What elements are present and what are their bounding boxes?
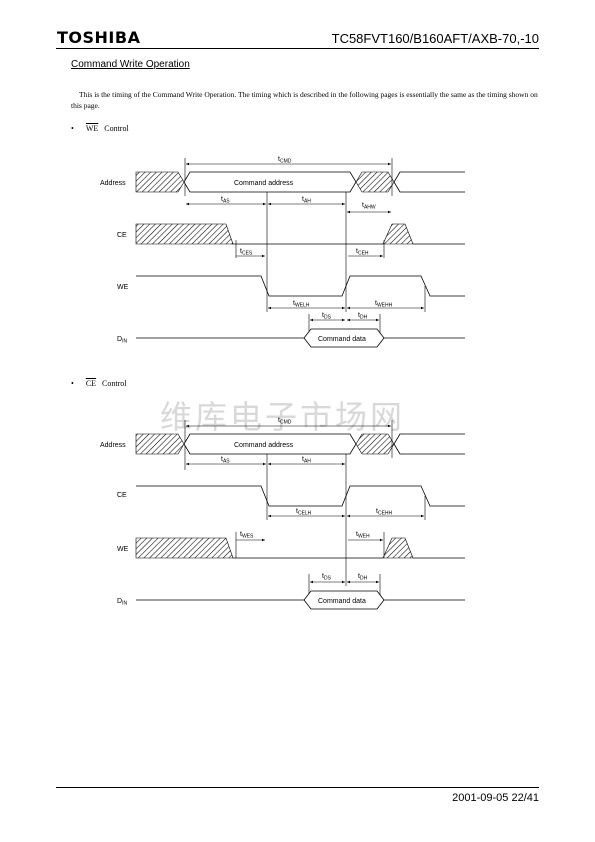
din-waveform: Command data (136, 590, 465, 610)
label-tces: tCES (240, 248, 253, 257)
address-waveform: Command address (135, 171, 465, 193)
bullet-word: Control (102, 379, 127, 388)
part-number: TC58FVT160/B160AFT/AXB-70,-10 (331, 31, 539, 46)
diagram-ce-control: tCMD Address Command address tAS tAH CE … (100, 417, 465, 610)
we-waveform (135, 537, 465, 559)
bullet-signal: CE (85, 379, 97, 388)
signal-address: Address (100, 442, 126, 449)
label-tah: tAH (302, 456, 311, 465)
signal-ce: CE (117, 492, 127, 499)
bullet-signal: WE (85, 124, 99, 133)
header-rule (56, 48, 539, 49)
footer-rule (56, 787, 539, 788)
label-tas: tAS (221, 196, 230, 205)
label-tdh: tDH (358, 573, 368, 582)
we-waveform (136, 275, 465, 297)
label-tceh: tCEH (356, 248, 369, 257)
label-tdh: tDH (358, 312, 368, 321)
signal-ce: CE (117, 232, 127, 239)
din-waveform: Command data (136, 328, 465, 348)
label-tds: tDS (322, 312, 332, 321)
bus-command-address: Command address (234, 180, 294, 187)
section-title: Command Write Operation (71, 59, 190, 70)
label-twehh: tWEHH (375, 300, 393, 309)
label-tcmd: tCMD (278, 156, 292, 165)
watermark: 维库电子市场网 (160, 398, 406, 436)
bus-command-data: Command data (318, 336, 366, 343)
bus-command-data: Command data (318, 598, 366, 605)
bus-command-address: Command address (234, 442, 294, 449)
signal-din: DIN (117, 336, 127, 345)
label-tas: tAS (221, 456, 230, 465)
label-tcmd: tCMD (278, 417, 292, 426)
diagram-we-control: tCMD Address Command address tAS tAH tAH… (100, 156, 465, 348)
label-tds: tDS (322, 573, 332, 582)
label-tweh: tWEH (356, 531, 370, 540)
ce-waveform (136, 485, 465, 507)
bullet-ce-control: • CE Control (71, 379, 127, 388)
label-tcelh: tCELH (296, 508, 312, 517)
label-tcehh: tCEHH (376, 508, 393, 517)
signal-we: WE (117, 284, 129, 291)
bullet-we-control: • WE Control (71, 124, 129, 133)
footer-date-page: 2001-09-05 22/41 (452, 792, 539, 804)
label-twelh: tWELH (293, 300, 310, 309)
label-tahw: tAHW (362, 202, 376, 211)
tcmd-dimension: tCMD (184, 156, 393, 196)
bullet-dot: • (71, 124, 74, 133)
label-twes: tWES (240, 531, 254, 540)
address-waveform: Command address (135, 433, 465, 455)
signal-we: WE (117, 546, 129, 553)
bullet-word: Control (104, 124, 129, 133)
signal-din: DIN (117, 598, 127, 607)
brand-logo: TOSHIBA (57, 28, 141, 47)
ce-waveform (135, 223, 465, 245)
intro-paragraph: This is the timing of the Command Write … (71, 90, 538, 110)
label-tah: tAH (302, 196, 311, 205)
bullet-dot: • (71, 379, 74, 388)
signal-address: Address (100, 180, 126, 187)
